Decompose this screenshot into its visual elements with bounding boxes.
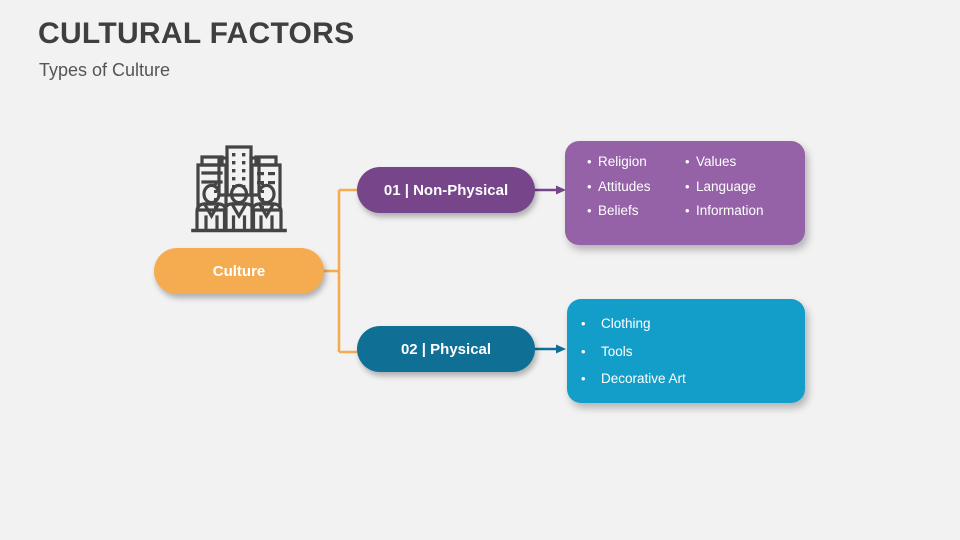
list-item: • Information [685,204,795,218]
list-item-label: Religion [598,154,647,169]
card-non-physical[interactable]: • Religion • Attitudes • Beliefs • Value… [565,141,805,245]
card-physical-columns: • Clothing • Tools • Decorative Art [567,299,805,403]
list-item-label: Clothing [601,316,651,331]
bullet-icon: • [581,316,586,331]
bullet-icon: • [685,203,690,218]
node-culture-label: Culture [212,262,266,280]
page-subtitle: Types of Culture [39,60,171,80]
list-item: • Attitudes [587,178,685,194]
list-item: • Religion [587,155,685,169]
card-non-physical-column-2: • Values • Language • Information [685,155,795,245]
bullet-icon: • [587,178,592,194]
list-item: • Tools [581,343,686,359]
list-item-label: Decorative Art [601,371,686,386]
list-item: • Language [685,178,795,194]
list-item-label: Attitudes [598,178,651,194]
bullet-icon: • [685,154,690,169]
list-item: • Decorative Art [581,372,686,386]
list-item: • Values [685,155,795,169]
card-physical[interactable]: • Clothing • Tools • Decorative Art [567,299,805,403]
node-physical-label: 02 | Physical [400,340,492,358]
list-item-label: Language [696,178,757,194]
list-item-label: Information [696,203,764,218]
node-non-physical[interactable]: 01 | Non-Physical [357,167,535,213]
node-physical[interactable]: 02 | Physical [357,326,535,372]
bullet-icon: • [581,343,586,359]
node-culture[interactable]: Culture [154,248,324,294]
page-title: CULTURAL FACTORS [38,17,355,50]
city-people-icon [186,137,292,237]
card-non-physical-column-1: • Religion • Attitudes • Beliefs [587,155,685,245]
list-item-label: Tools [601,343,633,359]
bullet-icon: • [581,371,586,386]
list-item: • Clothing [581,317,686,331]
card-non-physical-columns: • Religion • Attitudes • Beliefs • Value… [565,141,805,245]
card-physical-column-1: • Clothing • Tools • Decorative Art [581,317,686,403]
list-item-label: Beliefs [598,203,639,218]
node-non-physical-label: 01 | Non-Physical [383,181,509,199]
bullet-icon: • [587,154,592,169]
list-item: • Beliefs [587,204,685,218]
bullet-icon: • [587,203,592,218]
bullet-icon: • [685,178,690,194]
list-item-label: Values [696,154,737,169]
